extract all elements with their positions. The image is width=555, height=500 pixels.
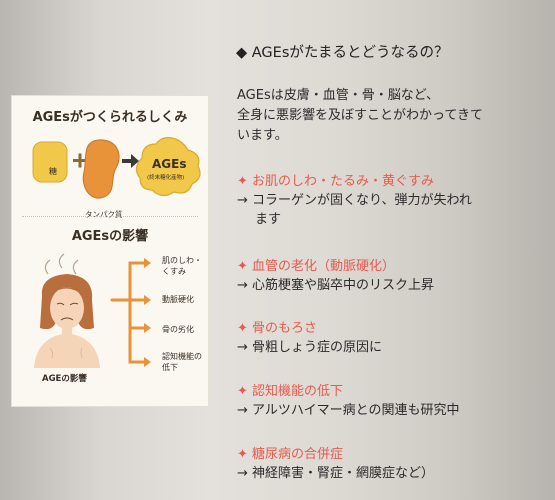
sugar-label: 糖 [49,167,57,176]
intro-paragraph: AGEsは皮膚・血管・骨・脳など、 全身に悪影響を及ぼすことがわかってきて いま… [237,86,547,146]
effect-item-cognitive: ✦ 認知機能の低下 → アルツハイマー病との関連も研究中 [237,382,547,420]
effect-artery-label: 動脈硬化 [162,295,194,304]
ages-sub-label: (終末糖化産物) [147,175,185,181]
effects-title: AGEsの影響 [71,229,149,244]
ages-label: AGEs [152,157,187,171]
effect-item-desc: → 骨粗しょう症の原因に [237,340,383,355]
effect-item-title: ✦ 糖尿病の合併症 [237,447,344,462]
effect-item-title: ✦ お肌のしわ・たるみ・黄ぐすみ [237,174,435,189]
ages-blob-icon [135,137,201,197]
ages-formation-card: AGEsがつくられるしくみ [11,95,209,407]
sugar-cube-icon [32,141,68,183]
card-title: AGEsがつくられるしくみ [32,110,188,125]
effect-skin-label: 肌のしわ・くすみ [162,256,202,276]
effect-item-desc: → コラーゲンが固くなり、弾力が失われ [237,193,472,208]
intro-line: います。 [237,128,288,143]
card-divider [22,216,198,217]
card-illustration [32,137,201,368]
effect-bone-label: 骨の劣化 [162,325,194,334]
effect-item-desc: → 神経障害・腎症・網膜症など） [237,466,435,481]
effect-item-vascular: ✦ 血管の老化（動脈硬化） → 心筋梗塞や脳卒中のリスク上昇 [237,257,547,295]
effect-item-bone: ✦ 骨のもろさ → 骨粗しょう症の原因に [237,319,547,357]
effect-item-skin: ✦ お肌のしわ・たるみ・黄ぐすみ → コラーゲンが固くなり、弾力が失われ ます [237,172,547,229]
effect-cognitive-label: 認知機能の低下 [162,352,202,372]
effect-item-title: ✦ 骨のもろさ [237,321,318,336]
effect-item-desc: → 心筋梗塞や脳卒中のリスク上昇 [237,278,435,293]
protein-bean-icon [82,139,120,199]
arrow-right-icon [122,154,139,168]
intro-line: 全身に悪影響を及ぼすことがわかってきて [237,108,483,123]
section-question: ◆ AGEsがたまるとどうなるの？ [236,45,449,61]
effect-item-title: ✦ 認知機能の低下 [237,384,344,399]
protein-label: タンパク質 [85,210,123,219]
effect-item-diabetes: ✦ 糖尿病の合併症 → 神経障害・腎症・網膜症など） [237,445,547,483]
tired-person-icon [34,253,100,368]
intro-line: AGEsは皮膚・血管・骨・脳など、 [237,88,440,103]
person-label: AGEの影響 [42,374,87,384]
effect-item-desc-cont: ます [255,212,282,227]
effects-arrowheads [144,258,151,367]
plus-icon [73,153,87,168]
effect-item-desc: → アルツハイマー病との関連も研究中 [237,403,460,418]
effect-item-title: ✦ 血管の老化（動脈硬化） [237,259,396,274]
effects-arrows [110,261,146,364]
